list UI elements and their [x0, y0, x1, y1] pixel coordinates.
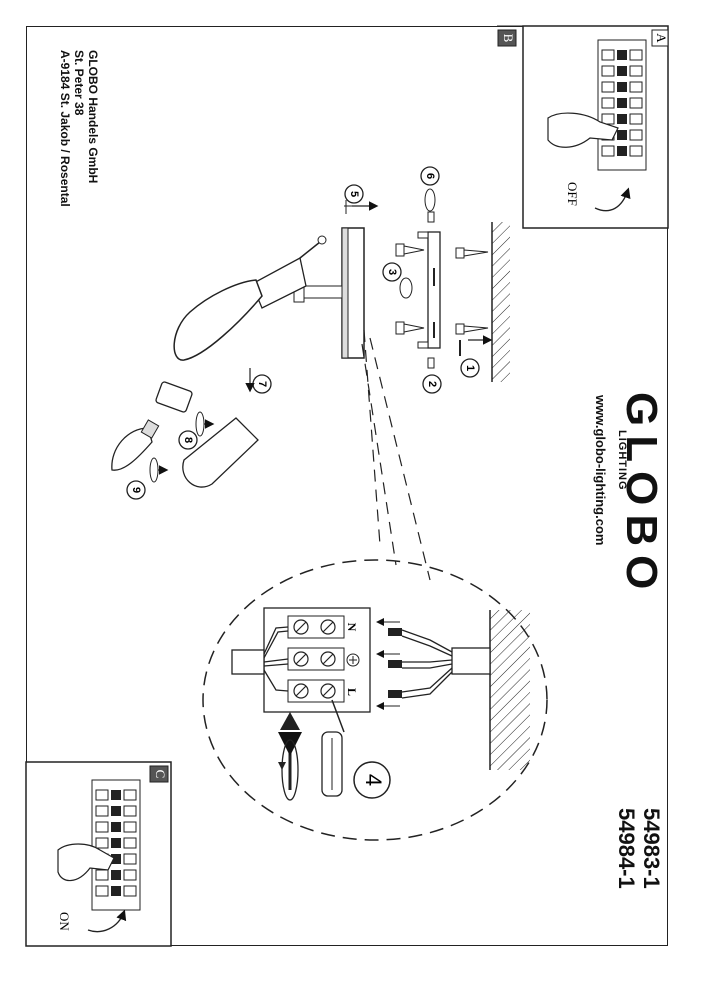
page-frame: [26, 26, 668, 946]
small-screw-icon: [427, 211, 435, 369]
fuse-box-icon: [597, 39, 647, 171]
svg-text:1: 1: [464, 365, 476, 371]
canopy-base: [341, 227, 365, 359]
rotate-arrow-icon: [594, 187, 631, 212]
panel-a-letter: A: [654, 33, 669, 43]
svg-text:7: 7: [256, 381, 268, 387]
glass-shade: [173, 279, 263, 361]
rotate-icon: [195, 411, 205, 437]
step-1-badge: 1: [460, 358, 480, 378]
step-9-badge: 9: [126, 480, 146, 500]
washer-icon: [399, 277, 413, 299]
svg-text:2: 2: [426, 381, 438, 387]
panel-c-letter: C: [153, 770, 168, 779]
cover-sleeve: [182, 417, 259, 488]
svg-text:6: 6: [424, 173, 436, 179]
wire-ends: [388, 628, 402, 698]
terminal-block: [263, 607, 371, 713]
wall-screw-icon: [455, 247, 489, 335]
tighten-arrow-icon: [278, 712, 302, 801]
bracket-screw-icon: [395, 243, 425, 335]
panel-c-switch-on: [25, 761, 172, 947]
mounting-bracket: [417, 231, 441, 349]
spotlight-arm: [251, 235, 343, 309]
svg-text:4: 4: [361, 774, 386, 786]
rotate-icon: [149, 457, 159, 483]
step-3-badge: 3: [382, 262, 402, 282]
step-6-badge: 6: [420, 166, 440, 186]
svg-text:3: 3: [386, 269, 398, 275]
step-7-badge: 7: [252, 374, 272, 394]
step-8-badge: 8: [178, 430, 198, 450]
svg-text:9: 9: [130, 487, 142, 493]
wall-icon: [491, 222, 510, 382]
svg-text:5: 5: [348, 191, 360, 197]
terminal-l-label: L: [345, 688, 359, 696]
panel-b-letter: B: [501, 34, 516, 43]
svg-text:8: 8: [182, 437, 194, 443]
lamp-holder: [155, 381, 193, 413]
panel-a-state: OFF: [565, 182, 580, 206]
rotate-arrow-icon: [87, 909, 127, 933]
panel-a-switch-off: [497, 25, 669, 229]
callout-lines: [361, 329, 431, 581]
step-5-badge: 5: [344, 184, 364, 204]
candle-bulb-icon: [111, 419, 160, 471]
supply-wires: [401, 629, 491, 699]
panel-c-state: ON: [57, 912, 72, 931]
step-2-badge: 2: [422, 374, 442, 394]
fuse-box-icon: [91, 779, 141, 911]
terminal-n-label: N: [345, 623, 359, 632]
earth-symbol-icon: [346, 653, 360, 667]
step-4-badge: 4: [353, 761, 391, 799]
wiring-callout: [202, 559, 548, 841]
insert-arrows: [376, 618, 400, 710]
washer-icon: [424, 188, 436, 212]
hand-icon: [57, 843, 115, 882]
hand-icon: [547, 112, 619, 148]
callout-wall-icon: [489, 610, 530, 770]
lamp-wires: [231, 626, 289, 692]
step-badges: 1 2 3 4 5 6 7 8 9: [126, 166, 480, 799]
screwdriver-icon: [321, 699, 345, 797]
